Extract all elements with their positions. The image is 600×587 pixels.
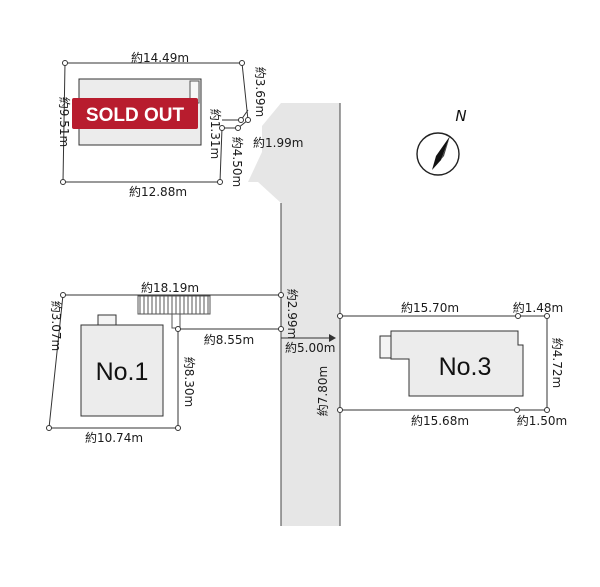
lot1-dim-bottom: 約10.74m [85, 430, 143, 445]
road-width-arrowhead [329, 334, 336, 342]
sold-dim-top: 約14.49m [131, 50, 189, 65]
lot-1-stairs [137, 295, 211, 329]
sold-dim-left: 約9.51m [57, 97, 72, 147]
sold-out-badge-text: SOLD OUT [86, 105, 185, 126]
stair-frame [137, 295, 211, 315]
lot-3: No.3 約15.70m 約1.48m 約4.72m 約15.68m 約1.50… [315, 300, 567, 428]
lot3-dim-bottom: 約15.68m [411, 413, 469, 428]
lot-1-corners [46, 292, 284, 431]
lot1-dim-road-edge: 約2.99m [285, 289, 300, 339]
sold-dim-right-upper: 約3.69m [253, 67, 268, 117]
lot-3-label: No.3 [439, 353, 492, 381]
road-width-text: 約5.00m [285, 340, 335, 355]
sold-out-badge [72, 98, 198, 129]
road [248, 103, 340, 526]
lot1-dim-top: 約18.19m [141, 280, 199, 295]
lot-1-building [80, 324, 164, 417]
sold-lot-corners [60, 60, 251, 185]
compass-label: N [455, 107, 466, 125]
lot-3-annex [379, 335, 392, 359]
lot-3-corners [337, 313, 550, 413]
lot3-dim-left: 約7.80m [315, 366, 330, 416]
sold-dim-right-lower: 約4.50m [230, 137, 245, 187]
sold-dim-right-mid: 約1.31m [208, 109, 223, 159]
stair-landing [171, 313, 181, 329]
sold-dim-bottom: 約12.88m [129, 184, 187, 199]
sold-lot: SOLD OUT 約14.49m 約9.51m 約12.88m 約3.69m 約… [57, 50, 303, 199]
lot1-dim-driveway: 約8.55m [204, 332, 254, 347]
lot-1: No.1 約18.19m 約3.07m 約10.74m 約8.30m 約8.55… [46, 280, 300, 445]
lot1-dim-right: 約8.30m [182, 357, 197, 407]
lot1-dim-left: 約3.07m [49, 301, 64, 351]
road-width-annotation: 約5.00m [281, 334, 336, 355]
sold-dim-right-step: 約1.99m [253, 135, 303, 150]
lot3-dim-right: 約4.72m [550, 338, 565, 388]
lot3-dim-top: 約15.70m [401, 300, 459, 315]
lot3-dim-bottom-corner: 約1.50m [517, 413, 567, 428]
lot3-dim-top-corner: 約1.48m [513, 300, 563, 315]
north-arrow-icon: N [416, 107, 467, 176]
lot-1-annex [97, 314, 117, 326]
lot-1-label: No.1 [96, 358, 149, 386]
compass-needle [432, 136, 450, 170]
lot-3-building [390, 330, 524, 397]
